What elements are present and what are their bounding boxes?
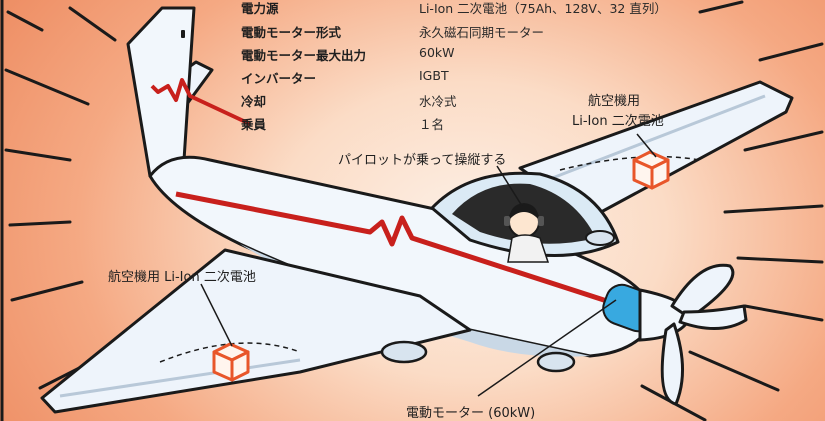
- battery-left-icon: [212, 342, 250, 382]
- spec-value: 60kW: [419, 45, 455, 60]
- spec-value: 永久磁石同期モーター: [419, 25, 545, 40]
- spec-row-motor-max-output: 電動モーター最大出力 60kW: [241, 45, 801, 63]
- spec-label: 乗員: [241, 117, 267, 132]
- spec-value: IGBT: [419, 68, 449, 83]
- spec-row-motor-type: 電動モーター形式 永久磁石同期モーター: [241, 22, 801, 40]
- spec-label: 電動モーター形式: [241, 25, 342, 40]
- spec-label: 冷却: [241, 94, 267, 109]
- pilot-label: パイロットが乗って操縦する: [338, 153, 507, 168]
- spec-value: 水冷式: [419, 94, 457, 109]
- spec-row-crew: 乗員 １名: [241, 114, 801, 132]
- spec-row-cooling: 冷却 水冷式: [241, 91, 801, 109]
- spec-label: インバーター: [241, 71, 317, 86]
- spec-label: 電動モーター最大出力: [241, 48, 367, 63]
- pilot-figure: [504, 203, 550, 263]
- battery-left-label: 航空機用 Li-Ion 二次電池: [108, 270, 256, 285]
- spec-label: 電力源: [241, 1, 279, 16]
- speed-lines: [4, 0, 824, 421]
- battery-right-label-line2: Li-Ion 二次電池: [572, 114, 664, 129]
- spec-value: １名: [419, 117, 445, 132]
- spec-row-inverter: インバーター IGBT: [241, 68, 801, 86]
- spec-value: Li-Ion 二次電池（75Ah、128V、32 直列）: [419, 1, 667, 16]
- battery-right-icon: [632, 150, 670, 190]
- battery-right-label-line1: 航空機用: [588, 94, 641, 109]
- motor-label: 電動モーター (60kW): [406, 406, 536, 421]
- spec-row-power-source: 電力源 Li-Ion 二次電池（75Ah、128V、32 直列）: [241, 0, 801, 16]
